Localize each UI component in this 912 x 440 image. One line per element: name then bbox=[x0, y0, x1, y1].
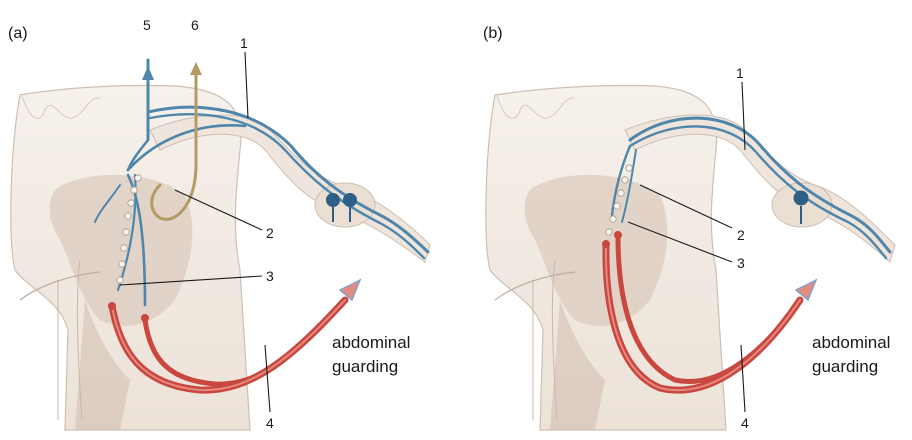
panel-a-number-4: 4 bbox=[266, 415, 274, 431]
panel-b-number-4: 4 bbox=[741, 415, 749, 431]
panel-a-number-2: 2 bbox=[266, 225, 274, 241]
panel-b: (b) bbox=[483, 25, 895, 431]
panel-b-caption-line2: guarding bbox=[812, 357, 878, 376]
panel-b-number-2: 2 bbox=[737, 227, 745, 243]
panel-a-label: (a) bbox=[8, 25, 28, 42]
panel-b-label: (b) bbox=[483, 25, 503, 42]
panel-a-caption-line2: guarding bbox=[332, 357, 398, 376]
panel-b-number-1: 1 bbox=[736, 65, 744, 81]
panel-a-arrow-5 bbox=[142, 66, 154, 80]
panel-a-number-3: 3 bbox=[266, 268, 274, 284]
panel-a-number-1: 1 bbox=[240, 35, 248, 51]
panel-a: (a) bbox=[8, 17, 430, 431]
panel-a-spinal-cord bbox=[11, 85, 250, 430]
panel-a-number-5: 5 bbox=[143, 17, 151, 33]
panel-b-number-3: 3 bbox=[737, 255, 745, 271]
panel-a-number-6: 6 bbox=[191, 17, 199, 33]
panel-b-caption-line1: abdominal bbox=[812, 333, 890, 352]
panel-a-caption-line1: abdominal bbox=[332, 333, 410, 352]
